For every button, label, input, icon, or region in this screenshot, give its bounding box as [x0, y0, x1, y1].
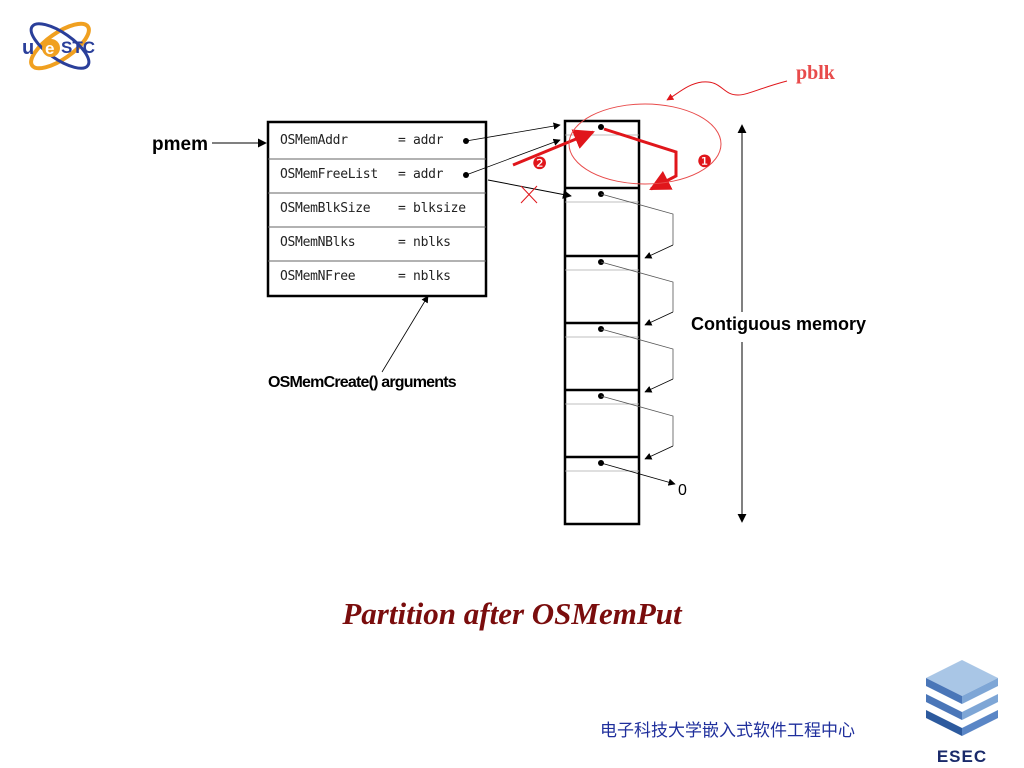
footer-text: 电子科技大学嵌入式软件工程中心 — [600, 721, 855, 740]
slide-title: Partition after OSMemPut — [342, 596, 682, 631]
field-row: OSMemAddr = addr — [280, 133, 443, 148]
free-list-links — [600, 193, 676, 486]
field-name: OSMemBlkSize — [280, 201, 371, 216]
pblk-highlight-ellipse — [568, 103, 722, 185]
uestc-logo: u e STC — [18, 10, 102, 82]
control-block-table — [266, 120, 488, 298]
svg-text:u: u — [22, 37, 34, 59]
crossed-out-mark — [520, 185, 538, 204]
field-row: OSMemFreeList = addr — [280, 167, 443, 182]
pmem-label: pmem — [152, 134, 208, 155]
uestc-logo-graphic: u e STC — [22, 21, 95, 71]
field-value: = nblks — [398, 235, 451, 250]
step-2-marker: ❷ — [532, 154, 548, 173]
arguments-label: OSMemCreate() arguments — [268, 374, 457, 391]
pblk-label: pblk — [796, 62, 835, 84]
field-name: OSMemFreeList — [280, 167, 378, 182]
field-name: OSMemAddr — [280, 133, 348, 148]
field-row: OSMemBlkSize = blksize — [280, 201, 466, 216]
block-pointer-dots — [598, 124, 604, 466]
null-terminator-label: 0 — [678, 482, 687, 499]
contiguous-memory-label: Contiguous memory — [691, 314, 867, 334]
field-value: = nblks — [398, 269, 451, 284]
esec-logo: ESEC — [924, 656, 1000, 766]
svg-text:e: e — [45, 39, 54, 58]
esec-caption: ESEC — [936, 747, 988, 766]
field-row: OSMemNFree = nblks — [280, 269, 451, 284]
field-name: OSMemNFree — [280, 269, 356, 284]
field-value: = addr — [398, 133, 444, 148]
field-row: OSMemNBlks = nblks — [280, 235, 451, 250]
field-value: = blksize — [398, 201, 466, 216]
arguments-pointer — [381, 295, 429, 373]
field-value: = addr — [398, 167, 444, 182]
step-1-marker: ❶ — [697, 152, 713, 171]
field-name: OSMemNBlks — [280, 235, 356, 250]
memory-column — [563, 119, 641, 526]
control-block-pointers — [463, 122, 572, 199]
svg-text:STC: STC — [61, 38, 95, 57]
esec-logo-graphic — [926, 660, 998, 736]
pblk-pointer — [666, 80, 788, 101]
